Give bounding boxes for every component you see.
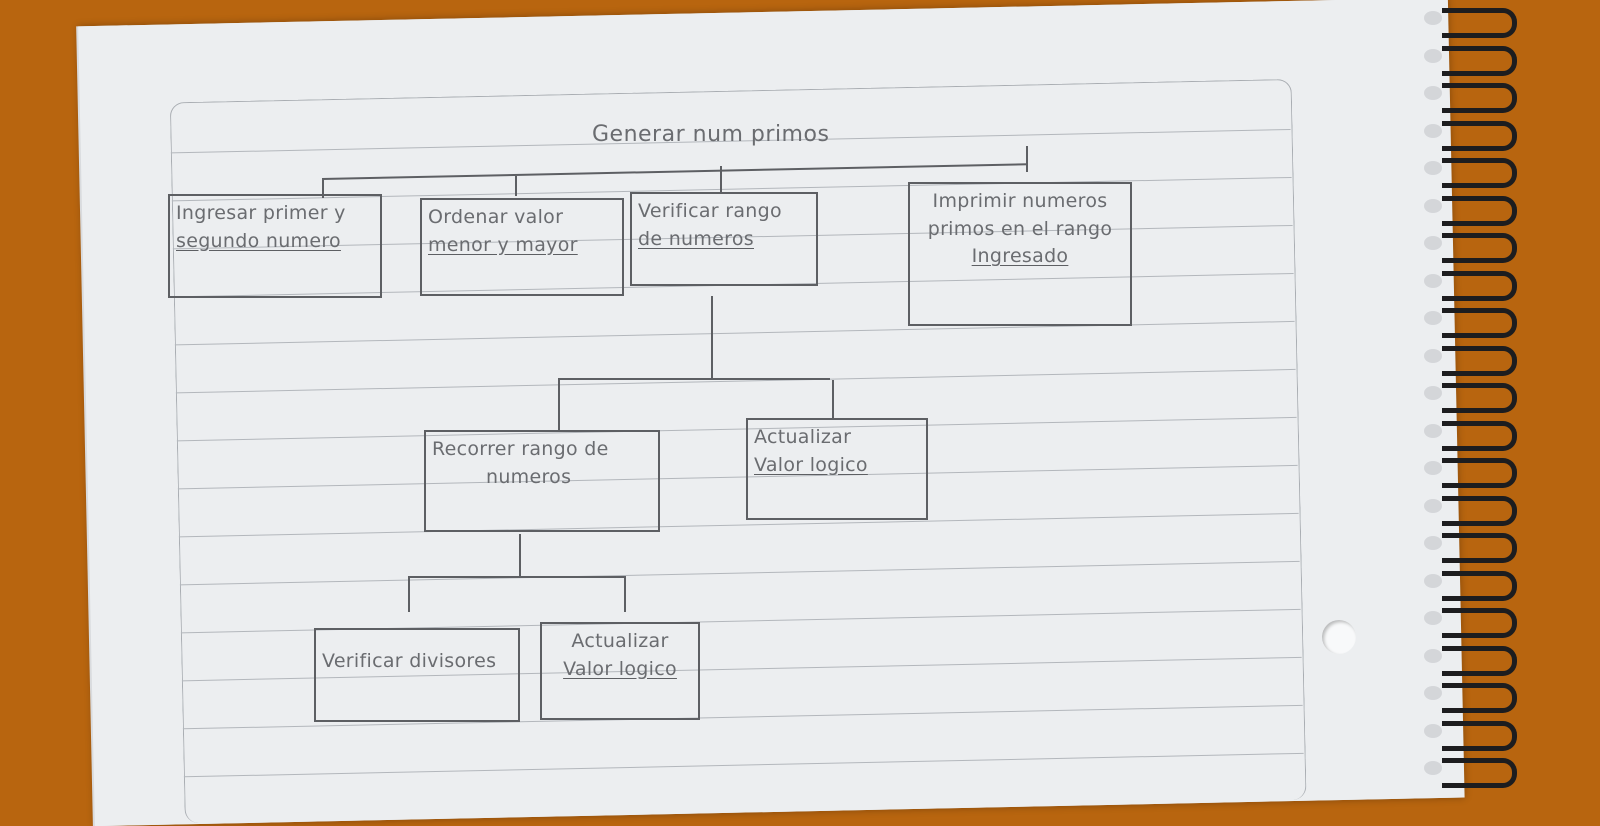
spiral-coil: [1442, 645, 1517, 676]
binding-hole: [1424, 386, 1442, 400]
connector: [322, 180, 324, 198]
spiral-coil: [1442, 308, 1517, 338]
binding-hole: [1424, 648, 1442, 663]
spiral-coil: [1442, 120, 1517, 151]
node-text: de numeros: [638, 227, 754, 250]
spiral-coil: [1442, 458, 1517, 488]
connector: [558, 378, 830, 380]
node-text: segundo numero: [176, 229, 341, 252]
binding-hole: [1424, 498, 1442, 513]
connector: [832, 380, 834, 420]
binding-hole: [1424, 311, 1442, 325]
node-text: Imprimir numeros: [932, 190, 1108, 212]
binding-hole: [1424, 236, 1442, 250]
node-verificar-rango: Verificar rango de numeros: [630, 192, 818, 286]
connector: [519, 534, 521, 578]
root-node: Generar num primos: [592, 122, 830, 147]
node-text: Verificar rango: [638, 200, 782, 222]
binding-hole: [1424, 423, 1442, 438]
connector: [558, 380, 560, 432]
binding-hole: [1424, 11, 1442, 25]
node-text: Actualizar: [571, 630, 669, 652]
binding-hole: [1424, 123, 1442, 138]
spiral-coil: [1442, 45, 1517, 76]
spiral-coil: [1442, 420, 1517, 451]
spiral-coil: [1442, 8, 1517, 38]
spiral-coil: [1442, 683, 1517, 713]
node-text: Verificar divisores: [322, 650, 497, 672]
binding-hole: [1424, 161, 1442, 175]
spiral-coil: [1442, 158, 1517, 188]
node-verificar-divisores: Verificar divisores: [314, 628, 520, 722]
binding-hole: [1424, 48, 1442, 63]
binding-hole: [1424, 86, 1442, 100]
node-text: Ingresar primer y: [176, 202, 346, 224]
spiral-coil: [1442, 83, 1517, 113]
spiral-coil: [1442, 383, 1517, 413]
connector: [515, 176, 517, 196]
node-actualizar-valor-2: Actualizar Valor logico: [540, 622, 700, 720]
node-actualizar-valor: Actualizar Valor logico: [746, 418, 928, 520]
binding-hole: [1424, 761, 1442, 775]
spiral-coil: [1442, 758, 1517, 788]
node-text: menor y mayor: [428, 233, 578, 256]
spiral-coil: [1442, 720, 1517, 751]
node-text: Ordenar valor: [428, 206, 564, 228]
node-text: primos en el rango: [927, 217, 1113, 240]
spiral-coil: [1442, 495, 1517, 526]
spiral-binding: [1422, 0, 1517, 788]
connector: [408, 576, 626, 578]
node-ingresar-numeros: Ingresar primer y segundo numero: [168, 194, 382, 298]
node-ordenar-valor: Ordenar valor menor y mayor: [420, 198, 624, 296]
node-text: Valor logico: [563, 657, 677, 680]
spiral-coil: [1442, 345, 1517, 376]
spiral-coil: [1442, 608, 1517, 638]
connector: [720, 166, 722, 194]
binding-hole: [1424, 273, 1442, 288]
node-text: Recorrer rango de: [432, 438, 609, 460]
node-text: Valor logico: [754, 453, 868, 476]
connector: [1026, 146, 1028, 172]
binding-hole: [1424, 536, 1442, 550]
node-text: numeros: [486, 465, 572, 488]
binding-hole: [1424, 723, 1442, 738]
node-imprimir-primos: Imprimir numeros primos en el rango Ingr…: [908, 182, 1132, 326]
binding-hole: [1424, 611, 1442, 625]
spiral-coil: [1442, 570, 1517, 601]
binding-hole: [1424, 686, 1442, 700]
connector: [408, 578, 410, 612]
node-text: Ingresado: [971, 245, 1069, 268]
spiral-coil: [1442, 533, 1517, 563]
binding-hole: [1424, 198, 1442, 213]
node-recorrer-rango: Recorrer rango de numeros: [424, 430, 660, 532]
punched-hole: [1322, 620, 1356, 654]
node-text: Actualizar: [754, 426, 852, 448]
binding-hole: [1424, 348, 1442, 363]
spiral-coil: [1442, 233, 1517, 263]
spiral-coil: [1442, 195, 1517, 226]
spiral-coil: [1442, 270, 1517, 301]
binding-hole: [1424, 573, 1442, 588]
binding-hole: [1424, 461, 1442, 475]
connector: [711, 296, 713, 380]
connector: [624, 576, 626, 612]
